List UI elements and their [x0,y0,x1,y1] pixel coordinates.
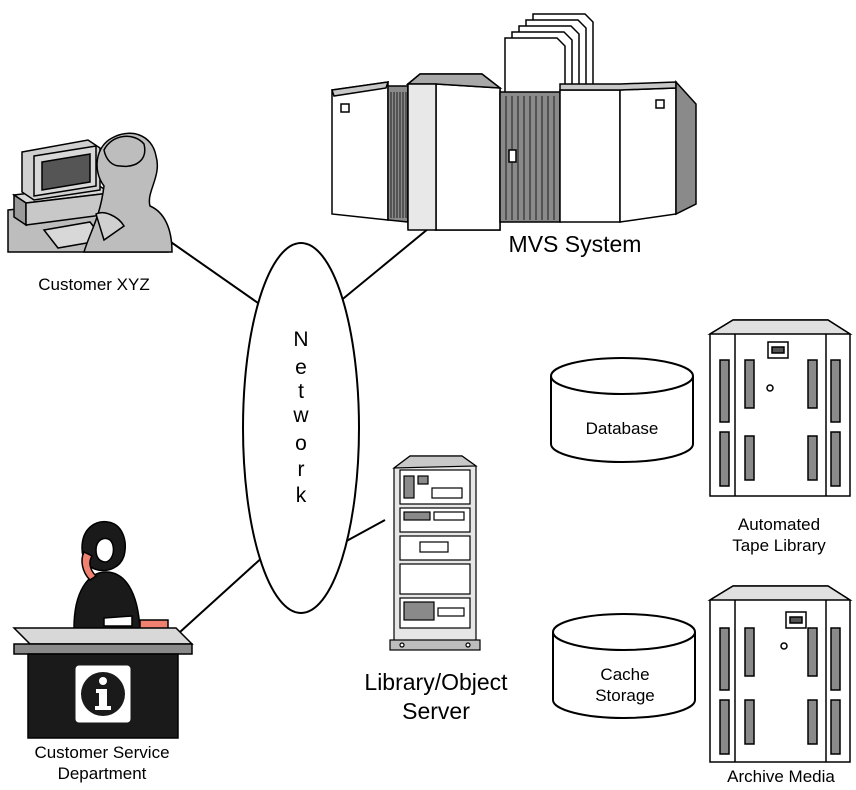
information-icon [75,665,131,723]
network-letter: w [293,404,309,427]
link-customer-network [167,239,269,311]
customer-service-label: Customer Service Department [4,742,200,785]
network-letter: k [295,484,307,507]
customer-service-label-line2: Department [57,764,147,784]
network-letter: N [293,328,309,351]
mainframe-icon [331,13,697,231]
archive-media-icon [707,585,853,763]
library-server-label-line2: Server [402,697,470,724]
link-mvs-network [332,223,435,308]
network-ellipse [242,242,360,614]
tape-library-icon [707,319,853,497]
archive-media-label: Archive Media [727,767,835,786]
library-server-label: Library/Object Server [336,668,536,726]
tape-library-label: Automated Tape Library [704,514,854,557]
cache-cylinder-icon [552,613,696,719]
network-letter: r [297,458,305,481]
cache-storage-label: Cache Storage [570,664,680,707]
paper-stack-icon [504,13,594,111]
tape-library-label-line1: Automated [737,515,821,534]
cache-storage-label-line1: Cache [600,665,650,684]
tape-library-label-line2: Tape Library [732,536,826,556]
database-label: Database [585,419,659,438]
customer-service-label-line1: Customer Service [34,743,170,762]
network-letter: t [298,380,304,403]
cache-storage-label-line2: Storage [595,686,655,706]
mvs-system-label: MVS System [508,231,642,257]
library-server-label-line1: Library/Object [364,669,508,695]
network-letter: e [295,356,307,379]
server-rack-icon [389,455,481,651]
workstation-user-icon [7,132,173,253]
network-letter: o [295,432,307,455]
database-cylinder-icon [550,357,694,463]
customer-label: Customer XYZ [38,275,150,294]
